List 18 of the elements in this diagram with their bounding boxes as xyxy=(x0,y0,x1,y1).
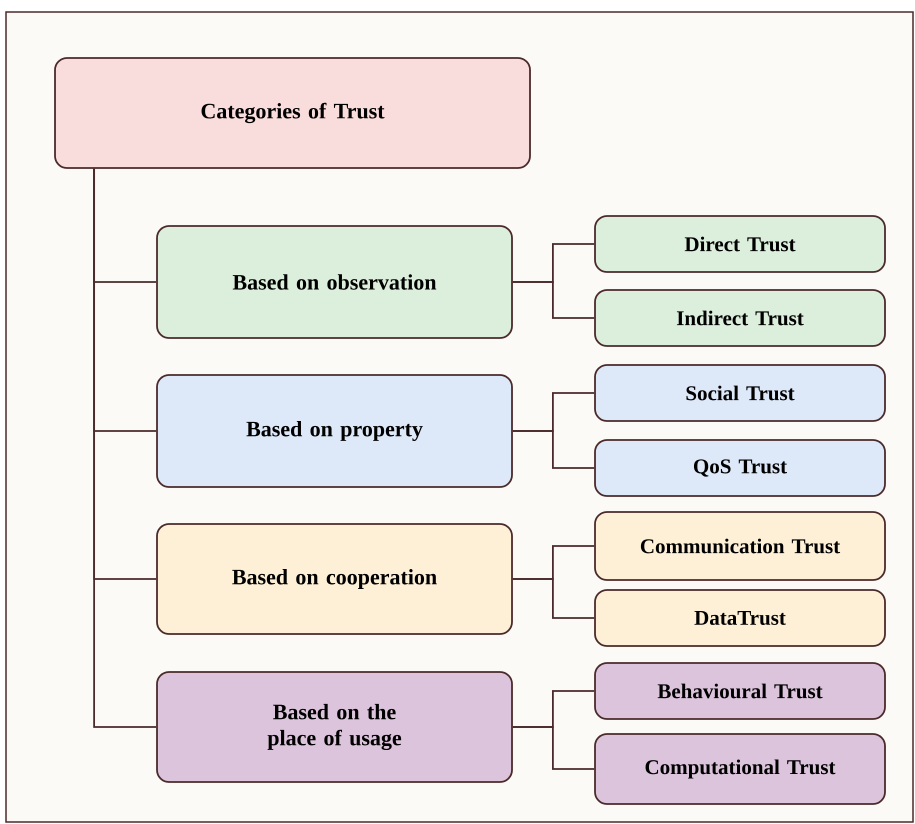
leaf-box: Computational Trust xyxy=(594,733,886,805)
root-box: Categories of Trust xyxy=(54,57,531,169)
leaf-box: Indirect Trust xyxy=(594,289,886,347)
category-box: Based on property xyxy=(156,374,513,488)
category-box: Based on cooperation xyxy=(156,523,513,635)
leaf-box: QoS Trust xyxy=(594,439,886,497)
leaf-box: Social Trust xyxy=(594,364,886,422)
connector-line xyxy=(512,430,594,469)
connector-line xyxy=(93,168,156,728)
leaf-box: Direct Trust xyxy=(594,215,886,273)
connector-line xyxy=(512,726,594,770)
connector-line xyxy=(512,578,594,619)
category-box: Based on the place of usage xyxy=(156,671,513,783)
connector-line xyxy=(512,281,594,319)
leaf-box: Behavioural Trust xyxy=(594,662,886,720)
leaf-box: Communication Trust xyxy=(594,511,886,581)
category-box: Based on observation xyxy=(156,225,513,339)
leaf-box: DataTrust xyxy=(594,589,886,647)
